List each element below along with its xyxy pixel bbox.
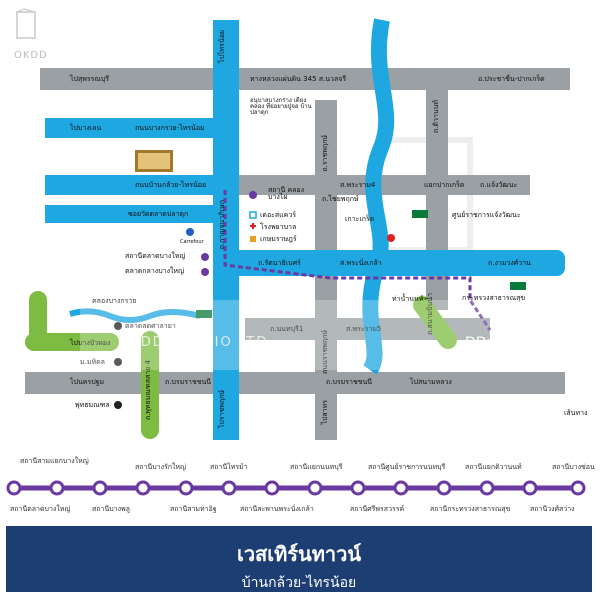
station-label: สถานีสามแยกบางใหญ่ [20, 457, 89, 465]
landmark-label: Carrefour [180, 239, 204, 245]
landmark-label: สถานี คลองบางไผ่ [268, 186, 305, 201]
station-label: สถานีสะพานพระนั่งเกล้า [240, 505, 314, 513]
okdd-logo-icon [16, 8, 36, 39]
logo-text: OKDD [14, 50, 48, 61]
tesco-icon [196, 310, 212, 318]
road-label: อ.ประชาชื่น-ปากเกร็ด [478, 75, 545, 83]
poi-marker [114, 322, 122, 330]
road-label: ส.พระนั่งเกล้า [340, 259, 382, 267]
blue-roads [45, 20, 565, 440]
road-label: ถ.กาญจนาภิเษก [218, 200, 226, 250]
road-label: ถ.บรมราชชนนี [165, 378, 212, 386]
tesco-icon [412, 210, 428, 218]
square-icon [249, 211, 257, 219]
road-label: ส.พระราม4 [340, 181, 376, 189]
road-label: เกาะเกร็ด [345, 215, 375, 223]
road-label: พุทธมณฑล [75, 401, 110, 409]
station-label: สถานีศรีพรสวรรค์ [350, 505, 405, 513]
road-label: ไปบางเลน [70, 124, 102, 132]
station-label: สถานีบางพลู [92, 505, 130, 513]
landmark-label: เกษมราษฎร์ [260, 235, 297, 243]
station-dots [6, 480, 586, 496]
poi-marker [114, 401, 122, 409]
road-label: ศูนย์ราชการแจ้งวัฒนะ [452, 211, 521, 219]
project-banner: เวสเทิร์นทาวน์ บ้านกล้วย-ไทรน้อย [6, 526, 592, 592]
station-label: สถานีสามท่าอิฐ [170, 505, 217, 513]
road-label: เส้นทาง [564, 409, 588, 417]
road-label: ถ.ไชยพฤกษ์ [322, 195, 359, 203]
road-label: กระทรวงสาธารณสุข [462, 294, 526, 302]
road-label: ถนนบางกรวย-ไทรน้อย [135, 124, 205, 132]
station-label: สถานีศูนย์ราชการนนทบุรี [368, 463, 446, 471]
road-label: ม.มหิดล [80, 358, 105, 366]
station-marker [249, 191, 257, 199]
green-road-tiwanon-south [413, 296, 457, 349]
station-label: สถานีบางซ่อน [552, 463, 595, 471]
banner-title: เวสเทิร์นทาวน์ [236, 542, 362, 566]
station-label: สถานีกระทรวงสาธารณสุข [430, 505, 511, 513]
road-label: ไปนครปฐม [70, 378, 105, 386]
green-roads [25, 291, 457, 439]
road-label: แยกปากเกร็ด [424, 181, 465, 189]
road-label: ไปไทรน้อย [218, 30, 226, 63]
landmark-label: ตลาดกลางบางใหญ่ [125, 267, 184, 275]
road-label: ทางหลวงแผ่นดิน 345 ส.นวลจรี [250, 75, 347, 83]
road-label: ไปสนามหลวง [410, 378, 452, 386]
road-rattanathibet [230, 250, 565, 276]
road-ban-kluai [45, 175, 225, 195]
road-label: ไปสาทร [321, 400, 329, 425]
tesco-icon [510, 282, 526, 290]
chao-phraya-river [362, 18, 395, 375]
banner-subtitle: บ้านกล้วย-ไทรน้อย [241, 575, 357, 591]
station-marker [201, 253, 209, 261]
khlong-canal [69, 308, 201, 323]
station-label: สถานีแยกติวานนท์ [465, 463, 522, 471]
road-borommaratchachonnani [25, 372, 565, 394]
station-label: สถานีวงศ์สว่าง [530, 505, 575, 513]
watermark-right: DDproperty [465, 335, 547, 351]
road-label: ถนนบ้านกล้วย-ไทรน้อย [135, 181, 207, 189]
station-marker [201, 268, 209, 276]
watermark-strip [80, 300, 600, 370]
landmark-label: สถานีตลาดบางใหญ่ [125, 252, 186, 260]
road-label: ถ.รัตนาธิเบศร์ [258, 259, 301, 267]
okdd-logo: OKDD [14, 8, 54, 61]
road-label: ท่าน้ำนนท์ [392, 295, 424, 303]
road-soi-wat [45, 205, 225, 223]
poi-red-icon [387, 234, 395, 242]
hospital-icon [250, 223, 256, 229]
road-label: ถ.งามวงศ์วาน [488, 259, 531, 267]
road-label: คลองบางกรวย [92, 297, 137, 305]
road-label: ไปบางบัวทอง [70, 339, 111, 347]
road-label: ซอยวัดตลาดปลาดุก [128, 210, 189, 218]
road-label: ถ.แจ้งวัฒนะ [480, 181, 518, 189]
landmark-label: โรงพยาบาล [260, 223, 297, 231]
road-label: ถ.ราชพฤกษ์ [321, 135, 329, 172]
purple-line-route [223, 190, 492, 331]
road-bang-len [45, 118, 225, 138]
road-label: ถ.บรมราชชนนี [326, 378, 373, 386]
project-icon-inner [138, 153, 170, 169]
station-label: สถานีแยกนนทบุรี [290, 463, 343, 471]
road-label: ไปสุพรรณบุรี [70, 75, 110, 83]
station-label: สถานีไทรม้า [210, 463, 248, 471]
landmark-label: อนุบาลบางกร่าง เดียงคลอง ที่ย่อยายปู่จอ … [250, 97, 312, 116]
poi-marker [114, 358, 122, 366]
road-label: ส.พระราม5 [346, 325, 382, 333]
station-label: สถานีบางรักใหญ่ [135, 463, 187, 471]
road-label: ไปราชพฤกษ์ [218, 390, 226, 429]
landmark-label: เดอะสแควร์ [260, 211, 297, 219]
road-label: ถ.นนทบุรี1 [270, 325, 304, 333]
kasem-icon [250, 236, 256, 242]
station-label: สถานีตลาดบางใหญ่ [10, 505, 71, 513]
road-label: ถ.ติวานนท์ [432, 100, 440, 134]
watermark-left: OKDD STUDIO LTD [118, 335, 269, 350]
road-label: ตลาดสดศาลายา [125, 322, 176, 330]
carrefour-icon [186, 228, 194, 236]
